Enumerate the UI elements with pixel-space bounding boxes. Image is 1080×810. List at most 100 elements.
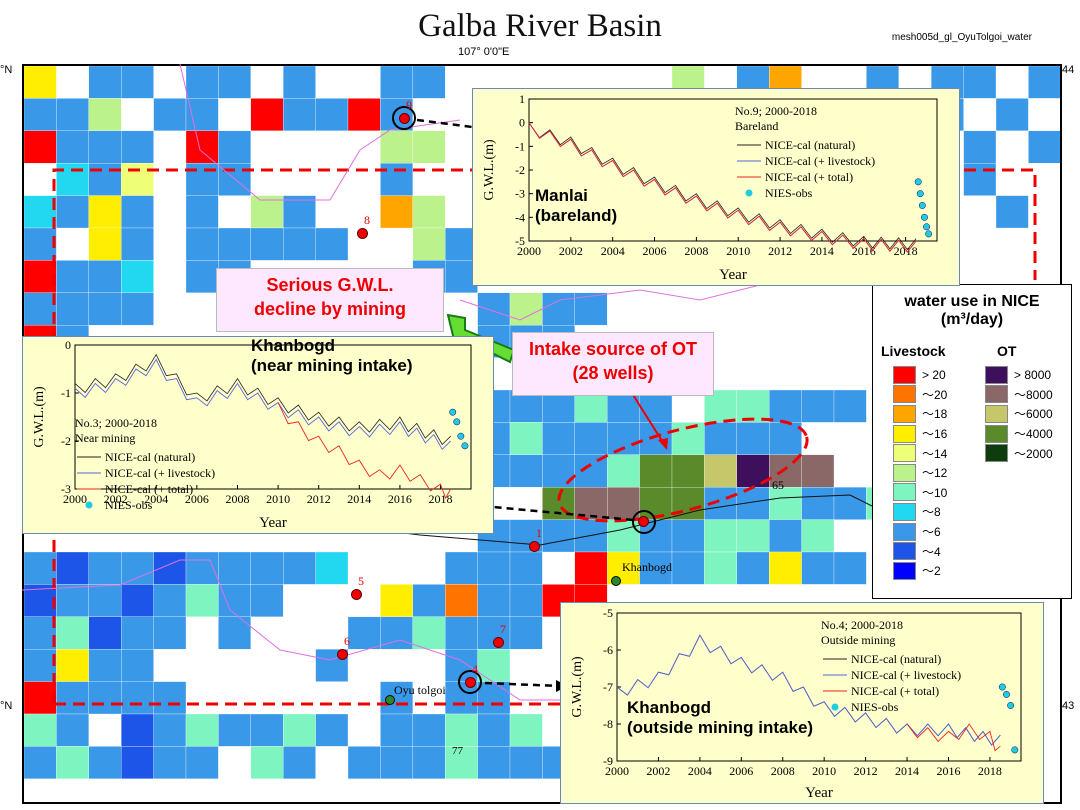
series-line xyxy=(528,122,917,251)
obs-point xyxy=(1007,702,1015,709)
grid-cell xyxy=(509,454,543,488)
grid-cell xyxy=(185,66,219,99)
site-marker-1[interactable] xyxy=(529,541,540,552)
site-marker-5[interactable] xyxy=(351,589,362,600)
livestock-legend-item: > 20 xyxy=(893,365,947,385)
x-tick-label: 2010 xyxy=(266,492,290,506)
y-axis-label: G.W.L.(m) xyxy=(32,386,47,448)
grid-cell xyxy=(185,260,219,293)
grid-cell xyxy=(88,195,122,229)
grid-cell xyxy=(380,195,413,229)
grid-cell xyxy=(963,130,997,164)
grid-cell xyxy=(963,66,997,99)
site-label-7: 7 xyxy=(500,622,506,636)
legend-swatch xyxy=(985,385,1008,404)
grid-cell xyxy=(121,746,154,779)
grid-cell xyxy=(24,584,57,617)
site-ring-4 xyxy=(458,670,482,694)
grid-cell xyxy=(88,130,122,164)
x-tick-label: 2006 xyxy=(729,764,753,778)
x-tick-label: 2012 xyxy=(307,492,331,506)
latitude-value-bottom: 43 xyxy=(1062,700,1075,712)
grid-cell xyxy=(574,487,608,520)
grid-cell xyxy=(412,130,446,164)
grid-cell xyxy=(380,163,413,196)
livestock-legend-item: ～12 xyxy=(893,463,947,483)
grid-cell xyxy=(283,713,316,747)
x-tick-label: 2008 xyxy=(684,244,708,258)
grid-cell xyxy=(412,584,446,617)
x-tick-label: 2010 xyxy=(812,764,836,778)
x-tick-label: 2004 xyxy=(144,492,168,506)
legend-label: ～4000 xyxy=(1014,427,1053,442)
grid-cell xyxy=(56,551,89,585)
x-tick-label: 2008 xyxy=(225,492,249,506)
grid-cell xyxy=(283,551,316,585)
grid-cell xyxy=(185,551,219,585)
grid-cell xyxy=(250,195,284,229)
series-line xyxy=(616,634,1001,746)
legend-label: ～16 xyxy=(922,427,948,442)
x-tick-label: 2012 xyxy=(768,244,792,258)
grid-cell xyxy=(509,746,543,779)
grid-cell xyxy=(477,681,511,715)
grid-cell xyxy=(88,746,122,779)
x-axis-label: Year xyxy=(805,785,833,801)
grid-cell xyxy=(88,227,122,261)
grid-cell xyxy=(380,130,413,164)
grid-cell xyxy=(315,98,349,131)
panel-info: No.3; 2000-2018 xyxy=(75,416,157,430)
legend-swatch xyxy=(893,404,916,423)
intake-site-marker[interactable] xyxy=(638,516,649,527)
site-label-4: 4 xyxy=(472,662,478,676)
grid-cell xyxy=(995,195,1029,229)
grid-cell xyxy=(218,551,251,585)
x-tick-label: 2016 xyxy=(936,764,960,778)
grid-cell xyxy=(995,98,1029,131)
obs-point xyxy=(457,432,465,440)
obs-point xyxy=(920,213,928,221)
y-tick-label: -5 xyxy=(603,606,613,620)
site-marker-6[interactable] xyxy=(337,649,348,660)
grid-cell xyxy=(250,584,284,617)
road-number-77: 77 xyxy=(452,745,463,757)
panel-legend-label: NICE-cal (+ total) xyxy=(765,170,853,184)
grid-cell xyxy=(509,713,543,747)
grid-cell xyxy=(153,746,187,779)
grid-cell xyxy=(185,227,219,261)
grid-cell xyxy=(56,616,89,650)
y-tick-label: -8 xyxy=(603,717,613,731)
latitude-label-bottom: °N xyxy=(0,700,13,712)
x-tick-label: 2012 xyxy=(854,764,878,778)
grid-cell xyxy=(412,66,446,99)
livestock-legend-item: ～14 xyxy=(893,443,947,463)
grid-cell xyxy=(24,195,57,229)
panel-site-name: Khanbogd xyxy=(627,698,711,717)
grid-cell xyxy=(315,227,349,261)
livestock-legend-item: ～16 xyxy=(893,424,947,444)
legend-swatch xyxy=(893,542,916,561)
grid-cell xyxy=(412,227,446,261)
x-axis-label: Year xyxy=(719,267,747,283)
grid-cell xyxy=(477,649,511,682)
grid-cell xyxy=(121,681,154,715)
grid-cell xyxy=(833,389,867,423)
grid-cell xyxy=(121,292,154,326)
grid-cell xyxy=(218,163,251,196)
grid-cell xyxy=(509,584,543,617)
grid-cell xyxy=(671,487,705,520)
panel-legend-label: NICE-cal (+ total) xyxy=(105,482,193,496)
grid-cell xyxy=(574,454,608,488)
grid-cell xyxy=(347,746,381,779)
site-marker-7[interactable] xyxy=(493,637,504,648)
grid-cell xyxy=(509,422,543,455)
y-tick-label: -3 xyxy=(515,187,525,201)
y-tick-label: -6 xyxy=(603,643,613,657)
grid-cell xyxy=(671,454,705,488)
obs-point xyxy=(918,202,926,209)
obs-point xyxy=(1011,746,1019,754)
y-axis-label: G.W.L.(m) xyxy=(482,139,497,201)
site-marker-8[interactable] xyxy=(357,228,368,239)
